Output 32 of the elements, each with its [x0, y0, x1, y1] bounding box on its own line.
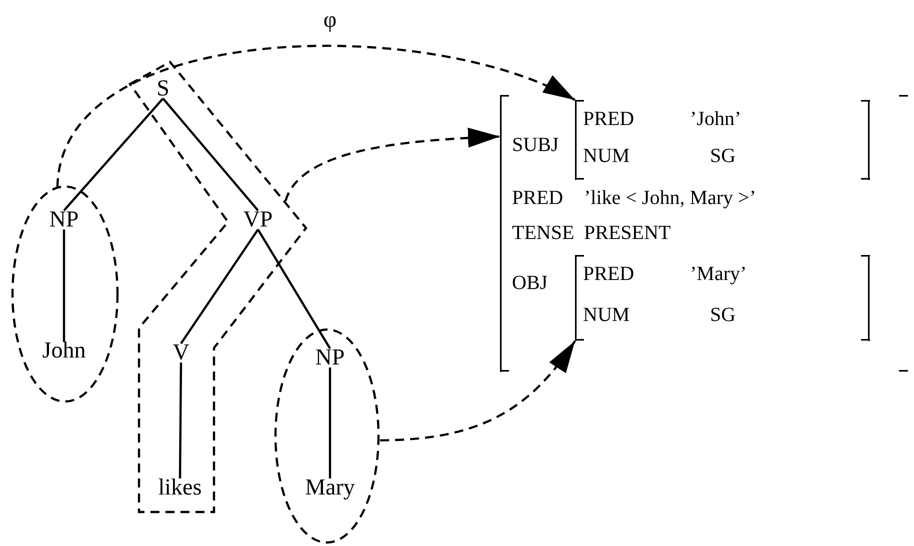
- attribute-value: ’like < John, Mary >’: [584, 188, 756, 208]
- tree-branch: [328, 368, 332, 478]
- tree-branch: [180, 228, 259, 344]
- tree-node-label: V: [172, 340, 190, 364]
- tree-node-label: John: [42, 338, 86, 362]
- tree-branch: [178, 362, 182, 479]
- dashed-arrow: [284, 128, 500, 202]
- tree-node-label: Mary: [305, 476, 355, 498]
- attribute-name: PRED: [583, 109, 634, 129]
- tree-node-label: likes: [158, 476, 202, 498]
- tree-node-label: NP: [315, 346, 345, 368]
- tree-node-label: S: [156, 76, 170, 100]
- tree-branch: [257, 228, 331, 350]
- attribute-value: SG: [710, 146, 736, 166]
- attribute-name: PRED: [512, 188, 564, 208]
- attribute-value: ’John’: [690, 109, 742, 129]
- attribute-value: SG: [710, 305, 736, 325]
- attribute-name: NUM: [583, 146, 630, 166]
- tree-branch: [162, 98, 259, 212]
- dashed-oval: [11, 185, 119, 403]
- tree-branch: [62, 230, 66, 342]
- attribute-name: OBJ: [512, 273, 548, 293]
- tree-node-label: NP: [49, 208, 79, 230]
- attribute-value: ’Mary’: [690, 264, 747, 284]
- attribute-name: NUM: [583, 305, 630, 325]
- tree-node-label: VP: [243, 208, 273, 230]
- attribute-value: PRESENT: [584, 223, 671, 243]
- attribute-name: TENSE: [512, 223, 574, 243]
- dashed-oval: [274, 328, 380, 544]
- tree-branch: [63, 98, 164, 212]
- attribute-name: PRED: [583, 264, 634, 284]
- attribute-name: SUBJ: [512, 135, 559, 155]
